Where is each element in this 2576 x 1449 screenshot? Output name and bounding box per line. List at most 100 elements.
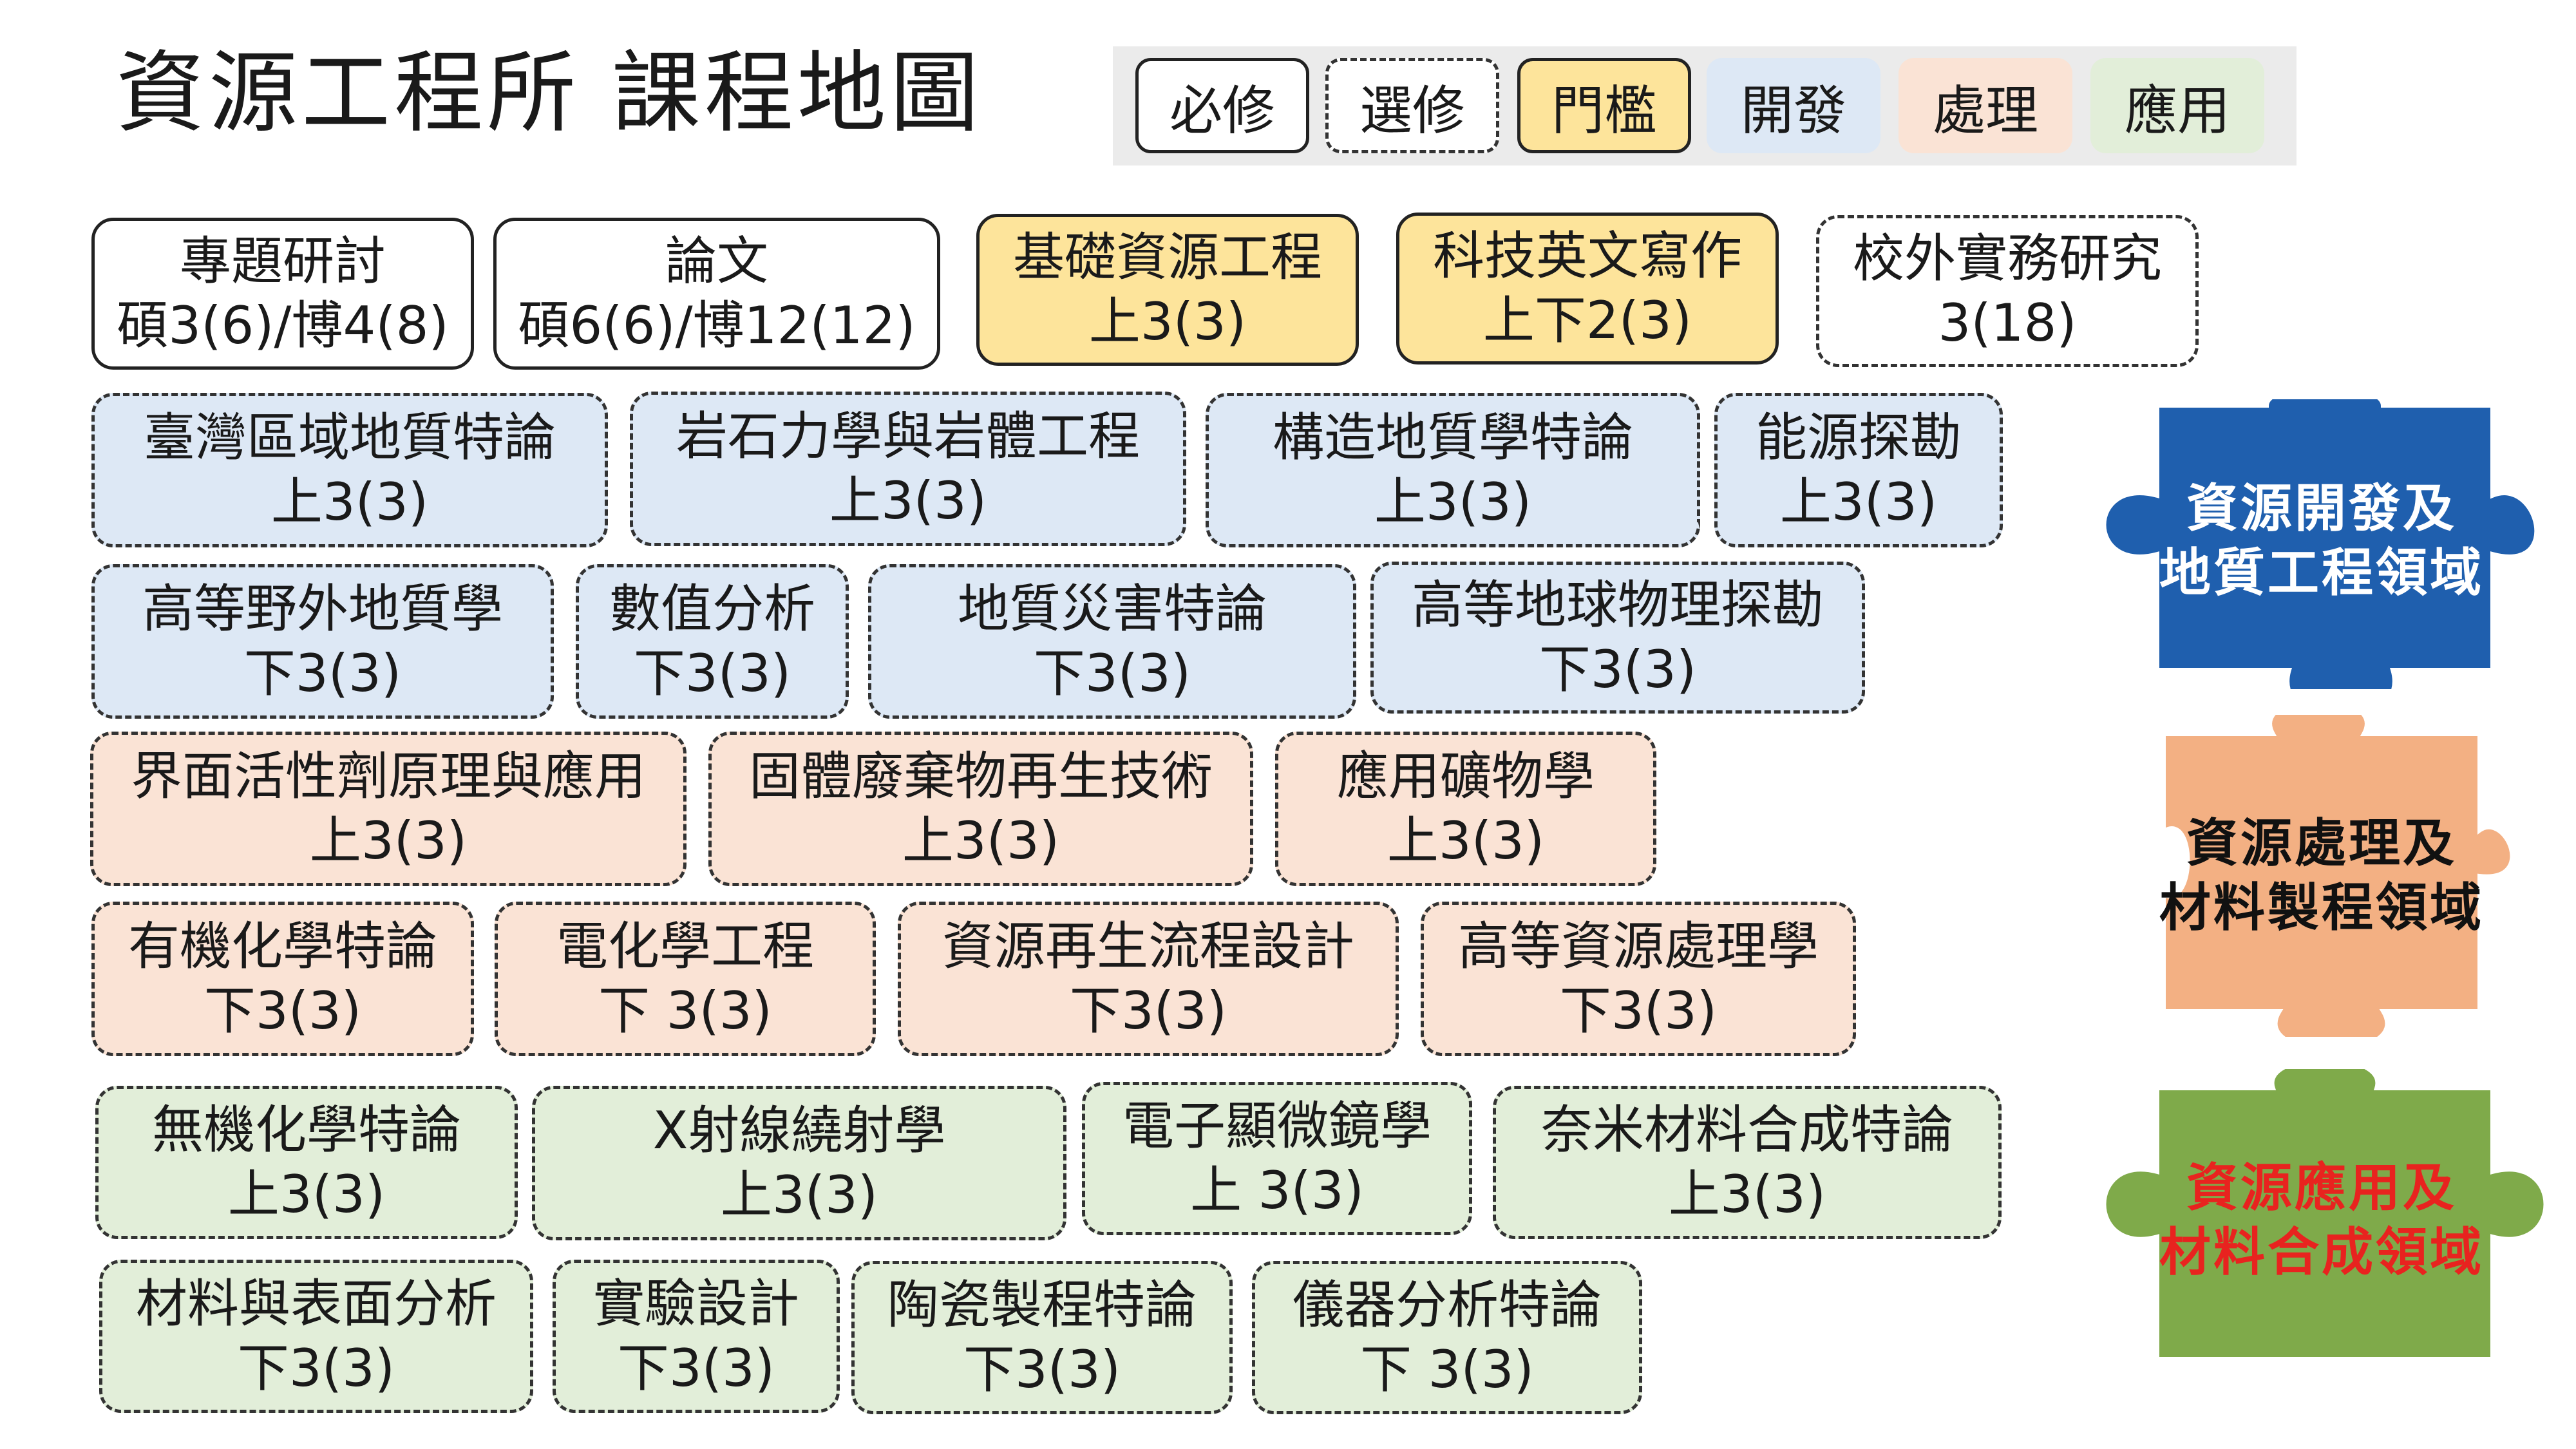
course-name: 論文 [665,231,768,291]
course-credit: 上3(3) [1088,292,1247,352]
course-credit: 下3(3) [204,981,362,1041]
course-box: 應用礦物學 上3(3) [1275,732,1656,886]
course-credit: 下3(3) [237,1338,395,1398]
course-credit: 上3(3) [309,811,468,871]
course-credit: 上3(3) [270,472,429,532]
course-name: 高等資源處理學 [1458,916,1819,976]
course-credit: 上 3(3) [1190,1160,1364,1220]
course-name: X射線繞射學 [652,1101,946,1160]
course-box: 固體廢棄物再生技術 上3(3) [708,732,1253,886]
course-box: 電子顯微鏡學 上 3(3) [1082,1082,1472,1235]
domain-puzzle-development: 資源開發及 地質工程領域 [2087,399,2557,689]
course-credit: 下3(3) [617,1338,775,1398]
course-box: 臺灣區域地質特論 上3(3) [91,393,608,547]
course-credit: 下3(3) [1559,981,1718,1041]
course-box: 奈米材料合成特論 上3(3) [1493,1086,2002,1239]
course-credit: 上3(3) [902,811,1060,871]
course-credit: 碩3(6)/博4(8) [117,296,449,355]
course-credit: 下3(3) [243,643,402,703]
course-name: 材料與表面分析 [136,1274,497,1334]
course-name: 能源探勘 [1756,408,1962,468]
course-name: 校外實務研究 [1853,229,2162,289]
course-name: 無機化學特論 [152,1100,461,1160]
puzzle-shape [2102,1069,2548,1361]
course-box: 陶瓷製程特論 下3(3) [851,1261,1233,1414]
course-name: 電子顯微鏡學 [1122,1096,1432,1156]
course-box: 實驗設計 下3(3) [553,1260,840,1413]
domain-label-line1: 資源開發及 [2186,478,2457,538]
course-name: 陶瓷製程特論 [887,1275,1197,1335]
course-credit: 下3(3) [1539,639,1697,699]
course-box: 高等地球物理探勘 下3(3) [1370,562,1865,714]
course-name: 界面活性劑原理與應用 [131,746,646,806]
page-title: 資源工程所 課程地圖 [116,41,983,145]
course-name: 岩石力學與岩體工程 [676,406,1140,466]
course-box: 數值分析 下3(3) [576,564,849,719]
legend-development: 開發 [1707,58,1880,153]
course-credit: 下 3(3) [1360,1340,1534,1399]
course-credit: 碩6(6)/博12(12) [518,296,916,355]
course-name: 科技英文寫作 [1433,226,1742,286]
domain-label-line1: 資源應用及 [2186,1158,2457,1218]
course-box: 基礎資源工程 上3(3) [976,214,1359,366]
course-credit: 下3(3) [1069,981,1227,1041]
course-credit: 上3(3) [1374,472,1532,532]
course-name: 電化學工程 [556,916,814,976]
course-name: 奈米材料合成特論 [1541,1100,1953,1160]
course-credit: 上3(3) [1387,811,1545,871]
course-credit: 下3(3) [633,643,791,703]
puzzle-piece-icon [2162,715,2514,1037]
course-box: 材料與表面分析 下3(3) [99,1260,533,1413]
course-name: 數值分析 [609,579,815,639]
course-box: 科技英文寫作 上下2(3) [1396,213,1779,365]
course-box: 地質災害特論 下3(3) [868,564,1356,719]
course-name: 應用礦物學 [1337,746,1595,806]
legend-processing: 處理 [1899,58,2072,153]
domain-label-line2: 材料製程領域 [2159,878,2484,938]
course-name: 高等地球物理探勘 [1412,575,1824,635]
puzzle-shape [2162,715,2514,1037]
course-box: 高等資源處理學 下3(3) [1421,902,1856,1056]
course-name: 專題研討 [180,231,386,291]
puzzle-shape [2102,399,2539,689]
course-box: 專題研討 碩3(6)/博4(8) [91,218,474,370]
course-credit: 上3(3) [1779,472,1938,532]
puzzle-piece-icon [2102,1069,2548,1361]
course-box: 論文 碩6(6)/博12(12) [493,218,940,370]
course-credit: 上3(3) [720,1165,878,1225]
course-credit: 下3(3) [1033,643,1191,703]
course-name: 高等野外地質學 [142,579,503,639]
course-credit: 上3(3) [227,1164,386,1224]
course-box: 資源再生流程設計 下3(3) [898,902,1399,1056]
course-name: 固體廢棄物再生技術 [749,746,1213,806]
course-credit: 下 3(3) [598,981,772,1041]
domain-label-line2: 地質工程領域 [2159,543,2484,603]
course-box: 能源探勘 上3(3) [1714,393,2003,547]
course-credit: 下3(3) [963,1340,1121,1399]
legend-required: 必修 [1135,58,1309,153]
domain-label-line1: 資源處理及 [2186,813,2457,873]
course-credit: 3(18) [1938,293,2077,353]
course-name: 資源再生流程設計 [942,916,1354,976]
course-box: 岩石力學與岩體工程 上3(3) [630,392,1186,546]
puzzle-piece-icon [2102,399,2539,689]
domain-puzzle-application: 資源應用及 材料合成領域 [2087,1069,2557,1378]
course-credit: 上3(3) [1668,1164,1826,1224]
course-name: 臺灣區域地質特論 [144,408,556,468]
legend-elective: 選修 [1325,58,1499,153]
domain-label-line2: 材料合成領域 [2159,1222,2484,1282]
course-box: 校外實務研究 3(18) [1816,215,2199,367]
course-name: 構造地質學特論 [1273,408,1633,468]
course-name: 儀器分析特論 [1293,1275,1602,1335]
course-box: X射線繞射學 上3(3) [532,1086,1066,1240]
course-box: 無機化學特論 上3(3) [95,1086,518,1239]
course-box: 有機化學特論 下3(3) [91,902,474,1056]
course-name: 有機化學特論 [128,916,437,976]
domain-puzzle-processing: 資源處理及 材料製程領域 [2087,715,2557,1037]
course-box: 構造地質學特論 上3(3) [1206,393,1700,547]
legend-application: 應用 [2090,58,2264,153]
course-name: 實驗設計 [593,1274,799,1334]
course-box: 界面活性劑原理與應用 上3(3) [90,732,687,886]
course-box: 儀器分析特論 下 3(3) [1252,1261,1642,1414]
course-credit: 上3(3) [829,471,987,531]
